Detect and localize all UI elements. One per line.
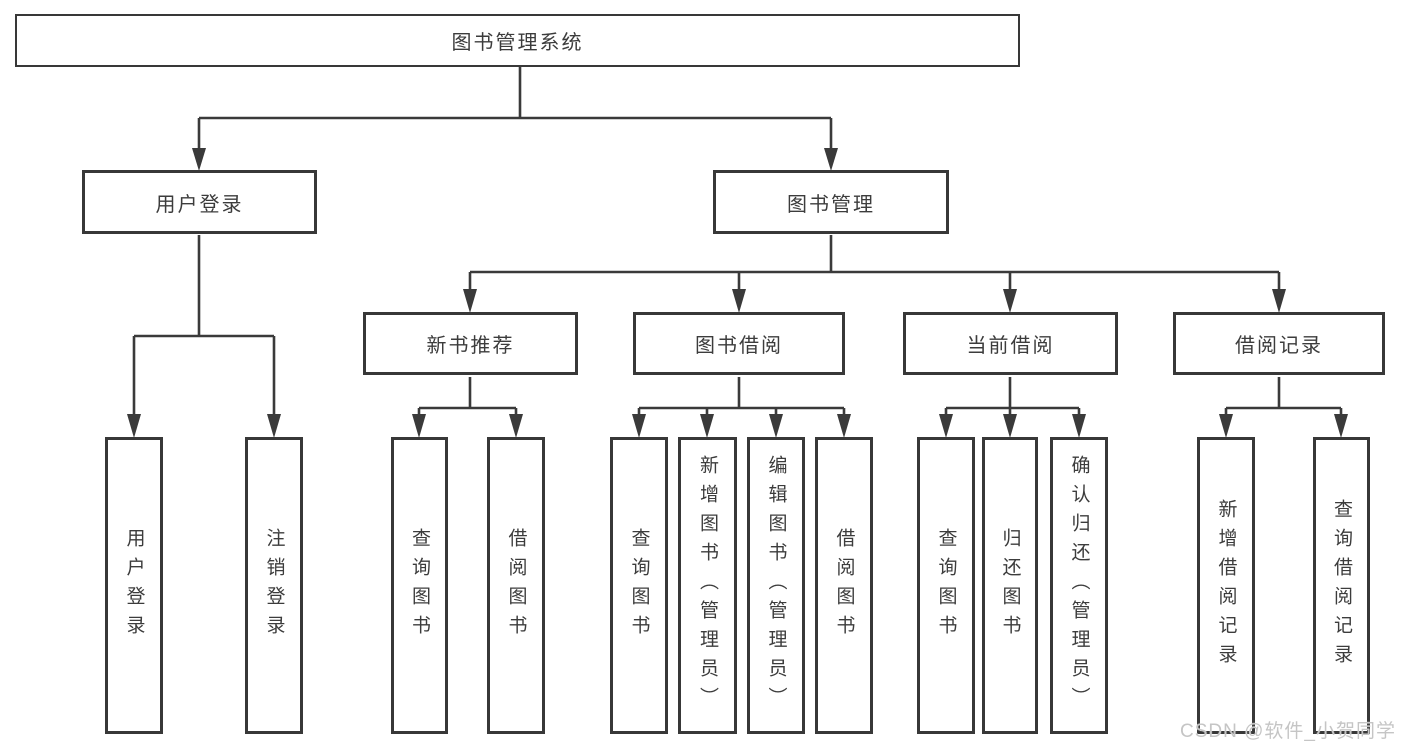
node-book-borrow-label: 图书借阅 [695,335,783,357]
connector-book-management-children [463,235,1286,313]
leaf-current-query-books-label: 查询图书 [935,527,957,644]
node-current-borrow: 当前借阅 [903,312,1118,375]
node-user-login-label: 用户登录 [155,193,244,216]
leaf-recommend-borrow-books: 借阅图书 [487,437,545,734]
leaf-recommend-query-books-label: 查询图书 [409,527,430,644]
node-book-management-label: 图书管理 [787,193,875,216]
leaf-add-borrow-record: 新增借阅记录 [1197,437,1255,734]
csdn-watermark: CSDN @软件_小贺同学 [1180,721,1396,742]
node-library-system: 图书管理系统 [15,14,1020,67]
leaf-user-login-label: 用户登录 [123,527,145,644]
leaf-borrow-query-books: 查询图书 [610,437,668,734]
leaf-recommend-borrow-books-label: 借阅图书 [505,527,527,644]
leaf-logout-login: 注销登录 [245,437,303,734]
leaf-query-borrow-record-label: 查询借阅记录 [1331,498,1352,673]
leaf-confirm-return-admin: 确认归还（管理员） [1050,437,1108,734]
leaf-return-books-label: 归还图书 [999,527,1021,644]
connector-current-borrow-children [939,377,1086,438]
leaf-confirm-return-admin-label: 确认归还（管理员） [1068,455,1090,716]
leaf-add-books-admin: 新增图书（管理员） [678,437,737,734]
node-current-borrow-label: 当前借阅 [966,335,1055,357]
leaf-current-query-books: 查询图书 [917,437,975,734]
node-new-book-recommend-label: 新书推荐 [426,335,515,357]
connector-user-login-children [127,235,281,438]
leaf-edit-books-admin: 编辑图书（管理员） [747,437,805,734]
connector-borrow-records-children [1219,377,1348,438]
leaf-borrow-books-label: 借阅图书 [833,527,855,644]
connector-new-book-recommend-children [412,377,523,438]
leaf-recommend-query-books: 查询图书 [391,437,448,734]
leaf-user-login: 用户登录 [105,437,163,734]
leaf-return-books: 归还图书 [982,437,1038,734]
node-borrow-records: 借阅记录 [1173,312,1385,375]
leaf-borrow-query-books-label: 查询图书 [628,527,650,644]
node-new-book-recommend: 新书推荐 [363,312,578,375]
node-library-system-label: 图书管理系统 [451,32,584,54]
leaf-add-borrow-record-label: 新增借阅记录 [1215,498,1237,673]
leaf-logout-login-label: 注销登录 [263,527,285,644]
connector-book-borrow-children [632,377,851,438]
node-book-borrow: 图书借阅 [633,312,845,375]
leaf-edit-books-admin-label: 编辑图书（管理员） [765,455,787,716]
node-borrow-records-label: 借阅记录 [1235,335,1323,357]
leaf-add-books-admin-label: 新增图书（管理员） [697,455,718,716]
leaf-borrow-books: 借阅图书 [815,437,873,734]
connector-root-to-level2 [192,66,838,171]
node-user-login: 用户登录 [82,170,317,234]
node-book-management: 图书管理 [713,170,949,234]
leaf-query-borrow-record: 查询借阅记录 [1313,437,1370,734]
